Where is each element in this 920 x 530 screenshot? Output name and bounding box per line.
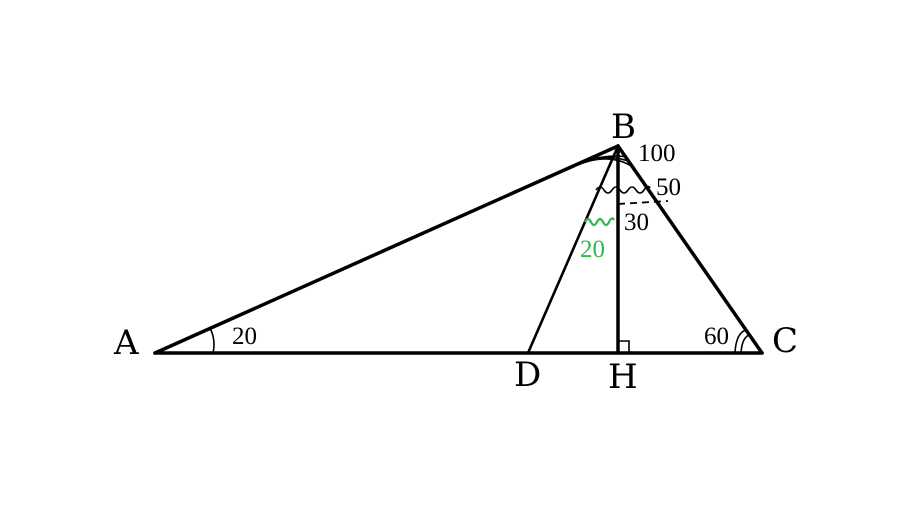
segment-BD	[526, 144, 620, 355]
angle-label-HBC: 30	[624, 209, 649, 236]
wavy-mark-50	[595, 185, 651, 194]
angle-arc-B-2	[575, 156, 631, 166]
angle-label-ABC: 100	[638, 140, 676, 167]
point-label-B: B	[611, 107, 636, 147]
point-label-H: H	[608, 357, 638, 397]
angle-arc-A	[209, 327, 215, 354]
angle-label-C: 60	[704, 323, 729, 350]
dashed-mark-30	[617, 200, 669, 205]
segment-BC	[616, 144, 764, 355]
point-label-A: A	[113, 323, 139, 363]
point-label-D: D	[514, 355, 541, 395]
wavy-mark-20-green	[584, 217, 615, 227]
angle-label-50: 50	[656, 174, 681, 201]
angle-arc-B-1	[568, 158, 634, 170]
segment-AB	[153, 144, 620, 355]
angle-label-DBH: 20	[580, 236, 605, 263]
angle-arc-B-3	[582, 155, 628, 162]
right-angle-mark-H	[618, 340, 630, 353]
angle-arc-C-inner	[740, 334, 750, 354]
angle-label-A: 20	[232, 323, 257, 350]
angle-arc-C-outer	[734, 329, 747, 354]
point-label-C: C	[772, 321, 798, 361]
